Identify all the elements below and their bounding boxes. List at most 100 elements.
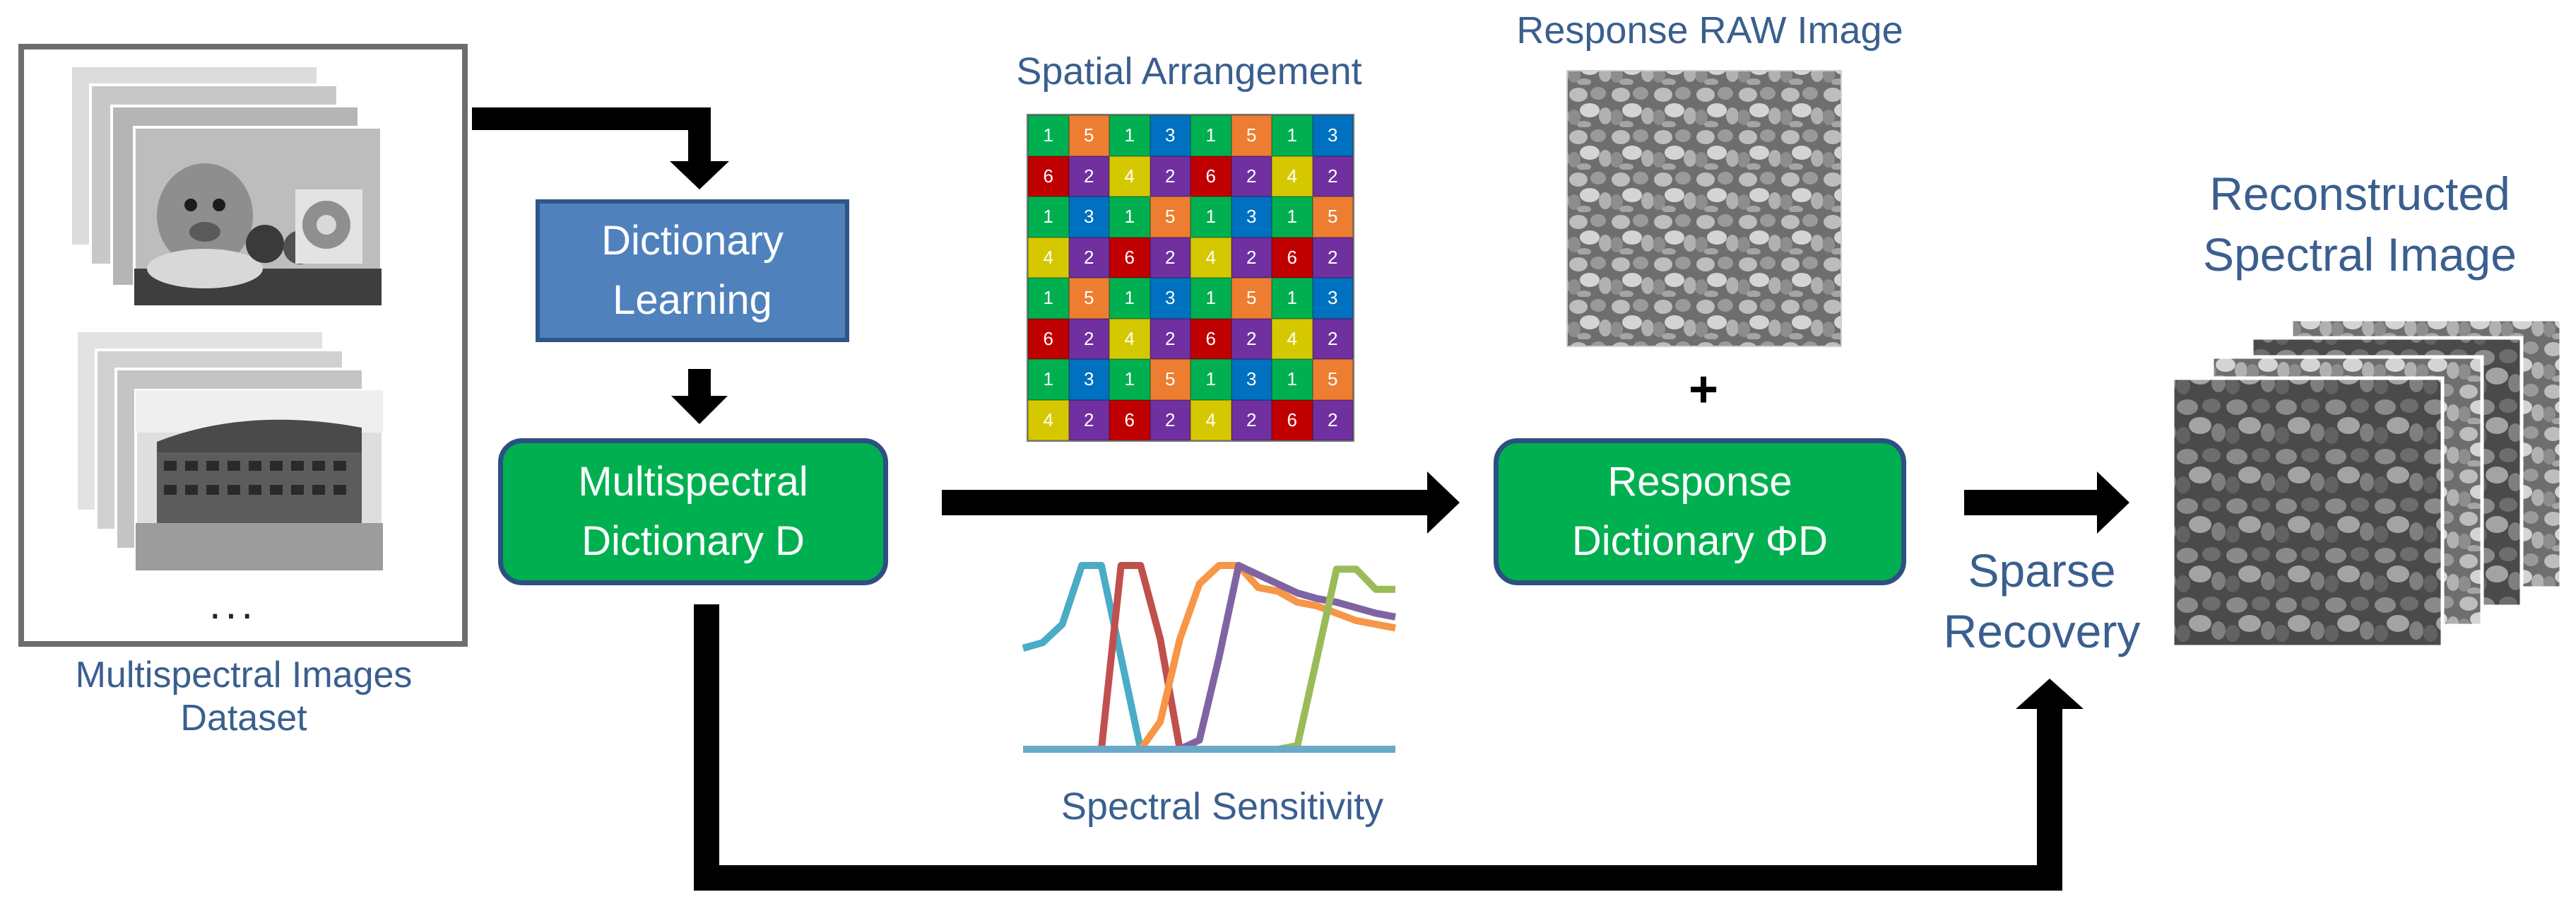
ellipsis-text: ... [208, 580, 257, 628]
spectral-sensitivity-label: Spectral Sensitivity [1060, 785, 1384, 828]
multispectral-dictionary-line2: Dictionary D [581, 518, 805, 564]
response-raw-image-label: Response RAW Image [1516, 9, 1903, 52]
grid-cell-r7-c7: 1 [1272, 359, 1313, 400]
grid-cell-r5-c6: 5 [1231, 278, 1272, 319]
response-dictionary-line2: Dictionary ΦD [1571, 518, 1828, 564]
grid-cell-r1-c3: 1 [1109, 115, 1150, 156]
dictionary-learning-line2: Learning [613, 277, 772, 323]
grid-cell-r8-c5: 4 [1190, 399, 1231, 440]
dataset-caption: Multispectral Images Dataset [35, 654, 452, 741]
grid-cell-r6-c1: 6 [1028, 318, 1069, 359]
grid-cell-r8-c7: 6 [1272, 399, 1313, 440]
grid-cell-r6-c4: 2 [1150, 318, 1190, 359]
grid-cell-r8-c6: 2 [1231, 399, 1272, 440]
grid-cell-r1-c6: 5 [1231, 115, 1272, 156]
grid-cell-r3-c2: 3 [1068, 197, 1109, 237]
grid-cell-r6-c8: 2 [1312, 318, 1353, 359]
spectral-curve-4 [1023, 562, 1396, 753]
grid-cell-r5-c1: 1 [1028, 278, 1069, 319]
grid-cell-r3-c8: 5 [1312, 197, 1353, 237]
grid-cell-r4-c5: 4 [1190, 237, 1231, 278]
sparse-recovery-label: Sparse Recovery [1901, 541, 2183, 662]
grid-cell-r1-c1: 1 [1028, 115, 1069, 156]
arrow-learning-to-dictionary [671, 369, 728, 424]
grid-cell-r2-c2: 2 [1068, 156, 1109, 197]
reconstructed-image-stack [2170, 317, 2563, 649]
grid-cell-r7-c6: 3 [1231, 359, 1272, 400]
response-raw-image [1566, 70, 1842, 347]
grid-cell-r1-c4: 3 [1150, 115, 1190, 156]
grid-cell-r7-c1: 1 [1028, 359, 1069, 400]
sparse-recovery-line2: Recovery [1943, 604, 2141, 657]
grid-cell-r4-c6: 2 [1231, 237, 1272, 278]
grid-cell-r2-c4: 2 [1150, 156, 1190, 197]
dataset-caption-line2: Dataset [180, 698, 307, 739]
grid-cell-r3-c7: 1 [1272, 197, 1313, 237]
grid-cell-r2-c3: 4 [1109, 156, 1150, 197]
plus-sign: + [1688, 361, 1719, 418]
grid-cell-r1-c8: 3 [1312, 115, 1353, 156]
grid-cell-r6-c5: 6 [1190, 318, 1231, 359]
grid-cell-r3-c1: 1 [1028, 197, 1069, 237]
grid-cell-r1-c7: 1 [1272, 115, 1313, 156]
grid-cell-r7-c8: 5 [1312, 359, 1353, 400]
grid-cell-r4-c7: 6 [1272, 237, 1313, 278]
grid-cell-r5-c8: 3 [1312, 278, 1353, 319]
grid-cell-r3-c3: 1 [1109, 197, 1150, 237]
grid-cell-r8-c3: 6 [1109, 399, 1150, 440]
grid-cell-r4-c1: 4 [1028, 237, 1069, 278]
grid-cell-r8-c4: 2 [1150, 399, 1190, 440]
grid-cell-r5-c2: 5 [1068, 278, 1109, 319]
spectral-curve-5 [1023, 565, 1395, 753]
grid-cell-r4-c4: 2 [1150, 237, 1190, 278]
spectral-curve-2 [1023, 562, 1395, 753]
grid-cell-r6-c7: 4 [1272, 318, 1313, 359]
response-dictionary-box: Response Dictionary ΦD [1494, 438, 1906, 585]
spectral-curve-3 [1023, 562, 1396, 753]
grid-cell-r1-c2: 5 [1068, 115, 1109, 156]
grid-cell-r5-c4: 3 [1150, 278, 1190, 319]
reconstructed-label-line2: Spectral Image [2203, 228, 2517, 281]
spatial-arrangement-label: Spatial Arrangement [1016, 50, 1362, 93]
flow-arrows [472, 107, 2129, 891]
grid-cell-r2-c1: 6 [1028, 156, 1069, 197]
building-image-stack [75, 329, 384, 572]
grid-cell-r4-c2: 2 [1068, 237, 1109, 278]
grid-cell-r5-c7: 1 [1272, 278, 1313, 319]
reconstructed-label-line1: Reconstructed [2209, 168, 2510, 220]
grid-cell-r3-c4: 5 [1150, 197, 1190, 237]
grid-cell-r2-c7: 4 [1272, 156, 1313, 197]
grid-cell-r7-c2: 3 [1068, 359, 1109, 400]
response-dictionary-line1: Response [1607, 458, 1792, 505]
grid-cell-r6-c3: 4 [1109, 318, 1150, 359]
arrow-dataset-to-learning [472, 107, 729, 189]
grid-cell-r6-c6: 2 [1231, 318, 1272, 359]
grid-cell-r5-c3: 1 [1109, 278, 1150, 319]
grid-cell-r2-c5: 6 [1190, 156, 1231, 197]
grid-cell-r8-c2: 2 [1068, 399, 1109, 440]
grid-cell-r3-c5: 1 [1190, 197, 1231, 237]
grid-cell-r6-c2: 2 [1068, 318, 1109, 359]
grid-cell-r8-c1: 4 [1028, 399, 1069, 440]
dictionary-learning-box: Dictionary Learning [536, 199, 849, 342]
spectral-curve-1 [1022, 562, 1395, 753]
grid-cell-r8-c8: 2 [1312, 399, 1353, 440]
grid-cell-r2-c8: 2 [1312, 156, 1353, 197]
grid-cell-r4-c8: 2 [1312, 237, 1353, 278]
dataset-caption-line1: Multispectral Images [75, 655, 413, 696]
multispectral-dictionary-box: Multispectral Dictionary D [498, 438, 888, 585]
grid-cell-r1-c5: 1 [1190, 115, 1231, 156]
reconstructed-label: Reconstructed Spectral Image [2148, 164, 2572, 286]
sparse-recovery-line1: Sparse [1968, 544, 2116, 597]
dictionary-learning-line1: Dictionary [601, 217, 784, 264]
grid-cell-r2-c6: 2 [1231, 156, 1272, 197]
spectral-sensitivity-plot [1022, 562, 1396, 753]
arrow-dictionary-to-response [942, 471, 1460, 534]
grid-cell-r5-c5: 1 [1190, 278, 1231, 319]
grid-cell-r7-c3: 1 [1109, 359, 1150, 400]
arrow-recovery-to-reconstructed [1964, 471, 2129, 534]
grid-cell-r3-c6: 3 [1231, 197, 1272, 237]
toy-image-stack [69, 64, 383, 307]
